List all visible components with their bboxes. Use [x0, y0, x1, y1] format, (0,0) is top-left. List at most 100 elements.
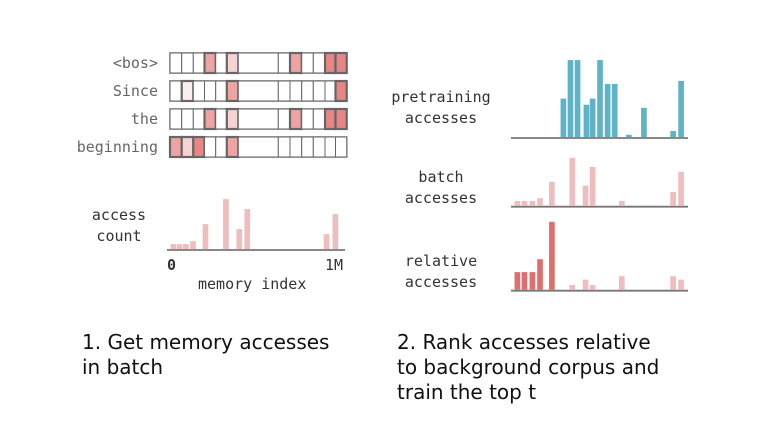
memory-cell	[225, 107, 240, 131]
bar	[618, 201, 625, 206]
bar	[589, 166, 596, 206]
pretraining-label: pretraining accesses	[380, 87, 502, 129]
memory-cell	[181, 108, 194, 130]
bar	[583, 104, 590, 138]
access-count-label: access count	[76, 205, 162, 247]
memory-cell	[237, 80, 279, 102]
memory-cell	[312, 80, 326, 102]
bar	[529, 272, 536, 290]
memory-cell	[180, 79, 195, 103]
bar	[597, 60, 603, 138]
memory-cell	[192, 52, 206, 74]
xtick-end: 1M	[325, 256, 344, 274]
memory-cell	[204, 80, 217, 102]
bar	[604, 83, 611, 138]
bar	[670, 191, 676, 206]
memory-cell	[237, 136, 279, 158]
bar	[332, 214, 339, 250]
bar	[183, 244, 189, 250]
memory-cell	[225, 135, 240, 159]
bar	[569, 157, 576, 206]
memory-cell	[277, 52, 291, 74]
bar	[589, 98, 596, 138]
bar	[582, 279, 589, 290]
bar	[618, 276, 625, 290]
memory-cell	[237, 52, 279, 74]
caption-step-1: 1. Get memory accesses in batch	[82, 330, 329, 380]
bar	[514, 272, 521, 290]
memory-cell	[215, 80, 228, 102]
xlabel: memory index	[198, 275, 307, 293]
bar	[678, 80, 684, 138]
bar	[549, 221, 555, 290]
label-line: pretraining	[391, 88, 491, 106]
label-line: relative	[404, 252, 478, 270]
memory-cell	[288, 51, 303, 75]
caption-line: train the top t	[397, 380, 537, 404]
memory-cell	[323, 51, 337, 75]
memory-cell	[323, 107, 337, 131]
token-label: <bos>	[112, 54, 158, 72]
memory-cell	[169, 52, 183, 74]
caption-step-2: 2. Rank accesses relative to background …	[397, 330, 659, 405]
label-line: count	[96, 227, 142, 245]
bar	[537, 198, 543, 206]
memory-cell	[192, 108, 206, 130]
bar	[170, 244, 177, 250]
memory-cell	[277, 136, 291, 158]
label-line: access	[91, 206, 147, 224]
label-line: accesses	[404, 109, 478, 127]
bar	[244, 209, 251, 250]
memory-cell	[334, 51, 348, 75]
bar	[514, 201, 521, 206]
memory-cell	[277, 80, 291, 102]
bar	[670, 276, 676, 290]
memory-cell	[277, 108, 291, 130]
memory-cell	[181, 52, 194, 74]
bar	[521, 272, 528, 290]
bar	[641, 107, 647, 138]
memory-cell	[312, 52, 326, 74]
memory-cell	[324, 80, 336, 102]
bar	[549, 181, 555, 206]
bar	[569, 285, 576, 290]
relative-label: relative accesses	[380, 251, 502, 293]
caption-line: in batch	[82, 355, 164, 379]
label-line: accesses	[404, 189, 478, 207]
memory-cell	[289, 136, 303, 158]
memory-cell	[203, 51, 217, 75]
bar	[670, 130, 676, 138]
memory-cell	[204, 136, 217, 158]
bar	[176, 244, 183, 250]
bar	[678, 279, 684, 290]
memory-cell	[335, 136, 348, 158]
memory-cell	[312, 108, 326, 130]
memory-cell	[301, 108, 314, 130]
memory-cell	[301, 80, 314, 102]
memory-cell	[215, 108, 228, 130]
batch-label: batch accesses	[380, 167, 502, 209]
bar	[202, 224, 209, 250]
bar	[236, 229, 243, 250]
token-label: Since	[112, 82, 158, 100]
memory-cell	[289, 80, 303, 102]
memory-cell	[225, 51, 240, 75]
bar	[521, 201, 528, 206]
caption-line: to background corpus and	[397, 355, 660, 379]
bar	[537, 259, 543, 290]
memory-cell	[169, 80, 183, 102]
bar	[589, 285, 596, 290]
memory-cell	[168, 135, 183, 159]
token-label: the	[130, 110, 158, 128]
memory-cell	[312, 136, 326, 158]
memory-cell	[334, 79, 348, 103]
bar	[582, 185, 589, 206]
memory-cell	[215, 52, 228, 74]
memory-cell	[203, 107, 217, 131]
bar	[560, 98, 567, 138]
bar	[574, 60, 581, 138]
memory-cell	[192, 135, 206, 159]
xtick-start: 0	[167, 256, 177, 274]
bar	[323, 234, 330, 250]
